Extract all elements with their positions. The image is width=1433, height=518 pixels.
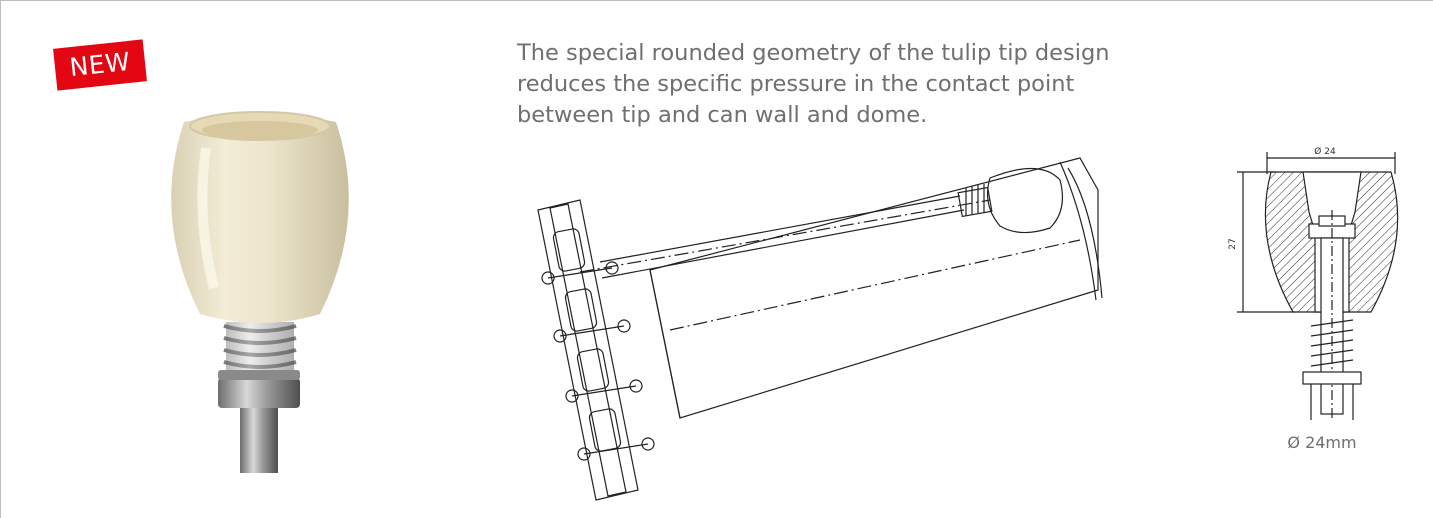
chain-can-assembly-icon [537,157,1103,501]
product-description: The special rounded geometry of the tuli… [517,40,1110,128]
section-caption: Ø 24mm [1287,433,1357,452]
tip-cross-section-icon: Ø 24 27 [1228,146,1399,420]
tulip-tip-photo-icon [171,111,349,473]
height-label: 27 [1228,238,1238,249]
diameter-label: Ø 24 [1314,146,1336,157]
